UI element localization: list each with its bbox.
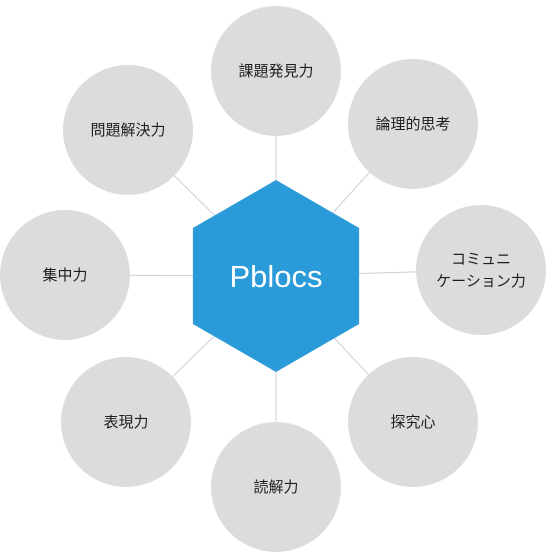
hub-hexagon <box>192 180 360 372</box>
skill-node-label: 集中力 <box>42 266 87 284</box>
skill-node: 集中力 <box>0 210 130 340</box>
center-hub: Pblocs <box>192 180 360 372</box>
skill-node-circle <box>348 59 478 189</box>
skill-node-circle <box>63 65 193 195</box>
skill-node-label: 探究心 <box>390 413 435 431</box>
skill-node: 課題発見力 <box>211 6 341 136</box>
skill-node-circle <box>61 357 191 487</box>
skill-node-label: コミュニ <box>451 250 511 268</box>
skill-node-label: 問題解決力 <box>90 121 165 139</box>
skill-node: 読解力 <box>211 422 341 552</box>
skill-node-circle <box>0 210 130 340</box>
skill-node: 表現力 <box>61 357 191 487</box>
skill-node-circle <box>211 6 341 136</box>
skill-node: 問題解決力 <box>63 65 193 195</box>
skill-node-label: 課題発見力 <box>238 62 313 80</box>
skill-node-label: 読解力 <box>253 478 298 496</box>
skill-node-circle <box>211 422 341 552</box>
skill-node-circle <box>348 357 478 487</box>
skill-node-label: 論理的思考 <box>375 115 450 133</box>
skill-node: 論理的思考 <box>348 59 478 189</box>
hub-label: Pblocs <box>229 259 322 294</box>
skill-node: 探究心 <box>348 357 478 487</box>
skill-node-label: 表現力 <box>103 413 148 431</box>
skill-node-label: ケーション力 <box>436 272 526 290</box>
skill-node-circle <box>416 205 546 335</box>
